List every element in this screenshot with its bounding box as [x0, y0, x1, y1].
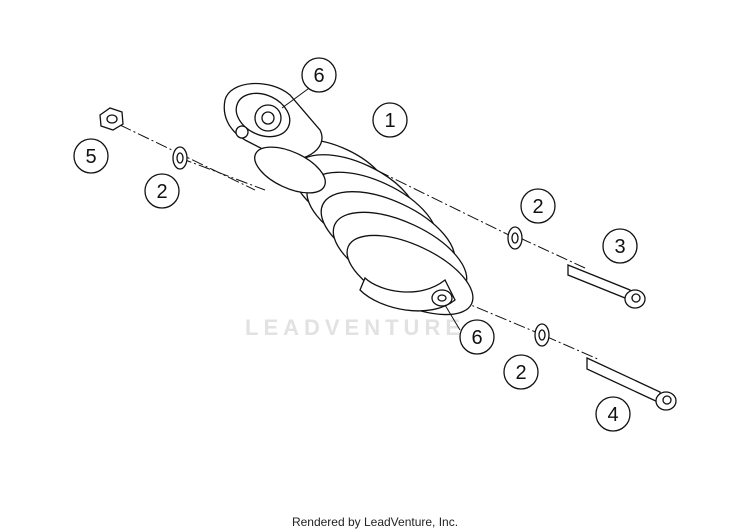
- callout-2-upper-right: 2: [520, 188, 556, 224]
- svg-text:3: 3: [614, 236, 625, 258]
- svg-text:6: 6: [471, 327, 482, 349]
- callout-4: 4: [595, 396, 631, 432]
- washers-2: [172, 146, 550, 347]
- callout-5: 5: [73, 138, 109, 174]
- svg-text:2: 2: [532, 196, 543, 218]
- callout-1: 1: [372, 102, 408, 138]
- svg-text:1: 1: [384, 110, 395, 132]
- watermark-text: LEADVENTURE: [245, 315, 465, 340]
- footer-credit: Rendered by LeadVenture, Inc.: [292, 515, 458, 529]
- svg-text:5: 5: [85, 146, 96, 168]
- callout-6-top: 6: [301, 57, 337, 93]
- adjuster-knob: [235, 125, 249, 139]
- callout-6-bottom: 6: [459, 319, 495, 355]
- svg-text:2: 2: [515, 362, 526, 384]
- svg-text:6: 6: [313, 65, 324, 87]
- callout-3: 3: [602, 228, 638, 264]
- leader-lines: [281, 85, 461, 331]
- bolt-3: [567, 264, 646, 309]
- callout-2-left: 2: [144, 173, 180, 209]
- svg-text:2: 2: [156, 181, 167, 203]
- bolt-4: [586, 356, 677, 411]
- spring-top-cap: [254, 146, 326, 194]
- nut-5: [99, 107, 124, 131]
- callout-2-lower-right: 2: [503, 354, 539, 390]
- lower-body: [359, 276, 456, 312]
- spring-coils: [280, 139, 474, 316]
- svg-text:4: 4: [607, 404, 618, 426]
- shock-absorber: [223, 82, 474, 316]
